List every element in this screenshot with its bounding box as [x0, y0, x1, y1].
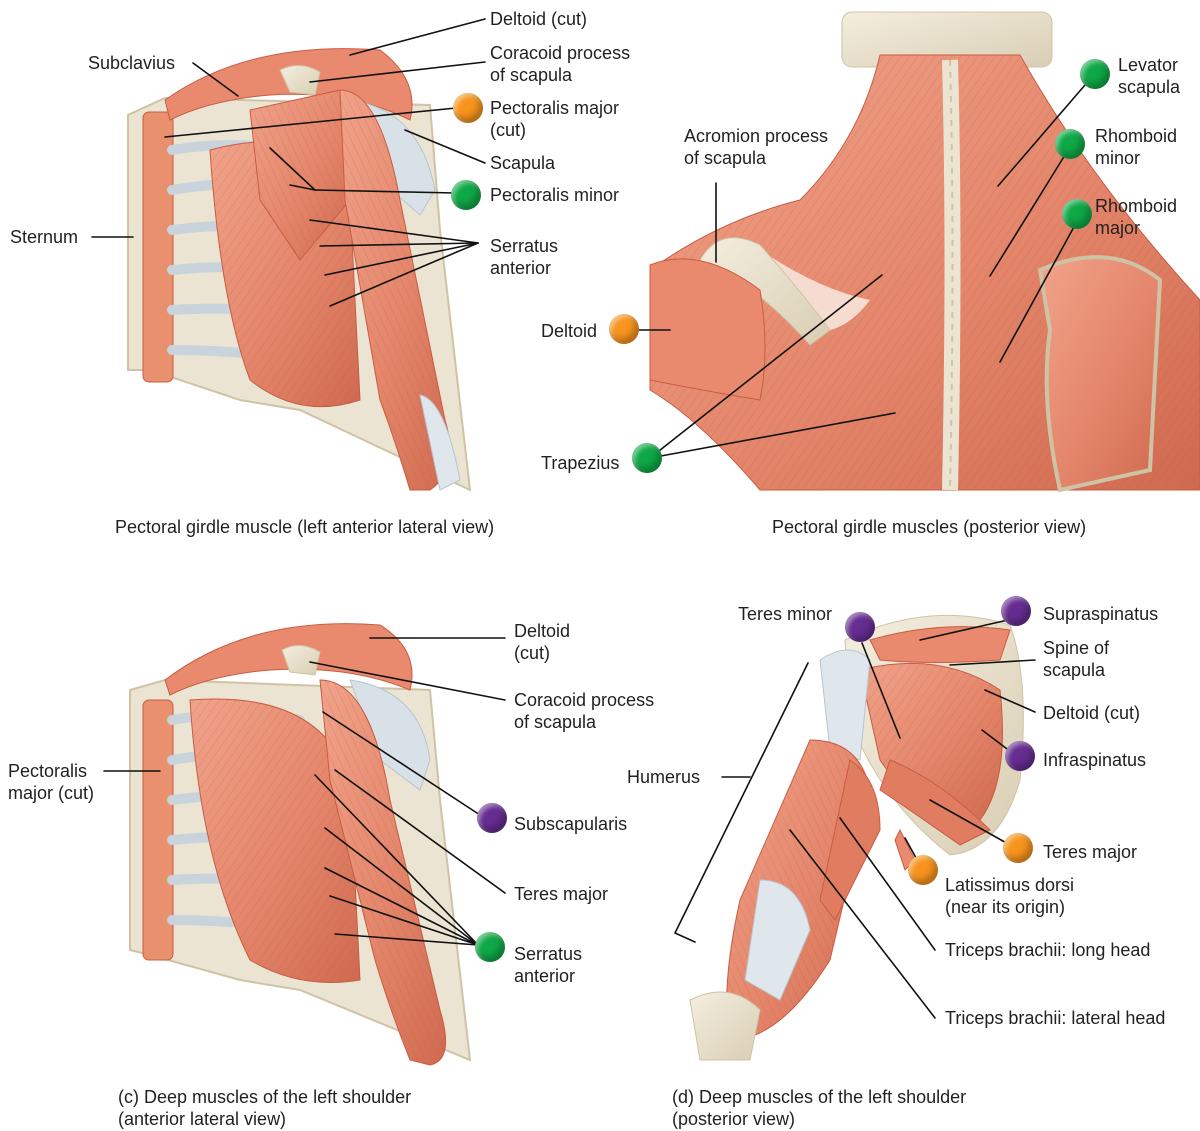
label-d-deltoid-cut: Deltoid (cut) [1043, 702, 1140, 724]
panel-b-scapula-right [1040, 257, 1160, 490]
label-a-deltoid-cut: Deltoid (cut) [490, 8, 587, 30]
caption-d: (d) Deep muscles of the left shoulder (p… [672, 1086, 966, 1130]
label-c-coracoid: Coracoid process of scapula [514, 689, 654, 733]
marker-b-rhomboid-minor [1055, 129, 1085, 159]
label-c-deltoid-cut: Deltoid (cut) [514, 620, 570, 664]
label-a-pec-minor: Pectoralis minor [490, 184, 619, 206]
marker-c-subscapularis [477, 803, 507, 833]
marker-d-infraspinatus [1005, 741, 1035, 771]
panel-c-illustration [130, 624, 470, 1065]
label-c-teres-major: Teres major [514, 883, 608, 905]
label-c-pec-major-cut: Pectoralis major (cut) [8, 760, 94, 804]
label-b-rhomboid-major: Rhomboid major [1095, 195, 1177, 239]
label-d-humerus: Humerus [627, 766, 700, 788]
caption-a: Pectoral girdle muscle (left anterior la… [115, 516, 494, 538]
panel-d-elbow [690, 992, 760, 1060]
label-c-subscapularis: Subscapularis [514, 813, 627, 835]
label-d-supraspinatus: Supraspinatus [1043, 603, 1158, 625]
marker-d-supraspinatus [1001, 596, 1031, 626]
label-b-trapezius: Trapezius [541, 452, 619, 474]
panel-d-illustration [690, 615, 1023, 1060]
label-a-pec-major-cut: Pectoralis major (cut) [490, 97, 619, 141]
label-a-serratus: Serratus anterior [490, 235, 558, 279]
label-a-coracoid: Coracoid process of scapula [490, 42, 630, 86]
leader-a-deltoid-cut [350, 19, 485, 55]
label-b-acromion: Acromion process of scapula [684, 125, 828, 169]
marker-d-teres-major [1003, 833, 1033, 863]
label-b-levator: Levator scapula [1118, 54, 1180, 98]
label-b-rhomboid-minor: Rhomboid minor [1095, 125, 1177, 169]
label-d-teres-major: Teres major [1043, 841, 1137, 863]
marker-c-serratus [475, 932, 505, 962]
marker-b-rhomboid-major [1062, 199, 1092, 229]
label-d-triceps-long: Triceps brachii: long head [945, 939, 1150, 961]
caption-c: (c) Deep muscles of the left shoulder (a… [118, 1086, 411, 1130]
marker-d-teres-minor [845, 612, 875, 642]
panel-a-illustration [128, 49, 470, 490]
label-d-spine: Spine of scapula [1043, 637, 1109, 681]
label-d-infraspinatus: Infraspinatus [1043, 749, 1146, 771]
label-a-sternum: Sternum [10, 226, 78, 248]
label-a-scapula: Scapula [490, 152, 555, 174]
label-b-deltoid: Deltoid [541, 320, 597, 342]
marker-d-latissimus [908, 855, 938, 885]
caption-b: Pectoral girdle muscles (posterior view) [772, 516, 1086, 538]
panel-c-coracoid [282, 645, 320, 675]
marker-a-pec-major [453, 93, 483, 123]
label-d-triceps-lateral: Triceps brachii: lateral head [945, 1007, 1165, 1029]
marker-b-deltoid [609, 314, 639, 344]
label-c-serratus: Serratus anterior [514, 943, 582, 987]
label-d-latissimus: Latissimus dorsi (near its origin) [945, 874, 1074, 918]
marker-a-pec-minor [451, 180, 481, 210]
label-a-subclavius: Subclavius [88, 52, 175, 74]
label-d-teres-minor: Teres minor [738, 603, 832, 625]
marker-b-levator [1080, 59, 1110, 89]
marker-b-trapezius [632, 443, 662, 473]
